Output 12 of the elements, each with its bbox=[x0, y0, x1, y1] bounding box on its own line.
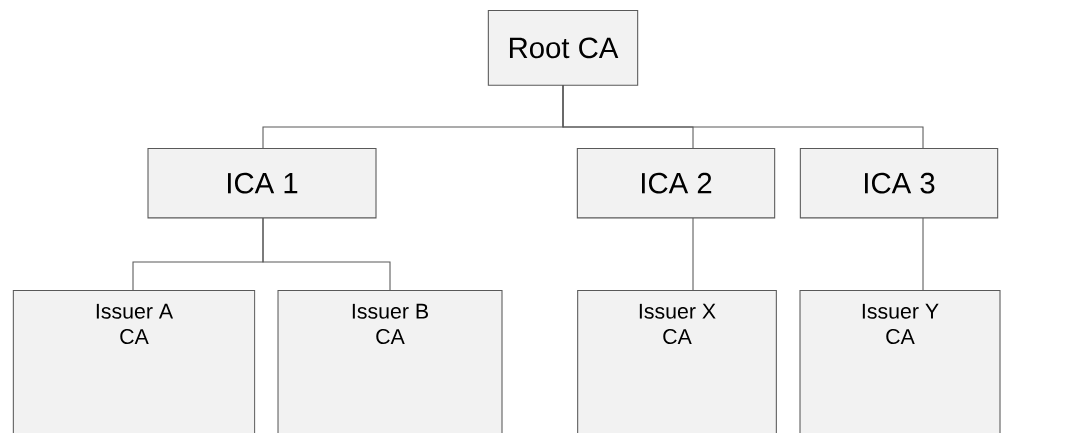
connector-line bbox=[262, 217, 391, 291]
certificate-authority-box: Issuer X CA bbox=[577, 290, 777, 433]
certificate-authority-box: ICA 2 bbox=[576, 148, 776, 219]
connector-line bbox=[922, 217, 924, 291]
certificate-authority-box: ICA 1 bbox=[147, 148, 377, 219]
certificate-authority-box: Root CA bbox=[487, 10, 639, 86]
certificate-authority-box: Issuer Y CA bbox=[799, 290, 1001, 433]
connector-line bbox=[562, 84, 924, 149]
certificate-authority-box: Issuer A CA bbox=[12, 290, 256, 433]
certificate-authority-box: Issuer B CA bbox=[277, 290, 503, 433]
certificate-authority-box: ICA 3 bbox=[799, 148, 999, 219]
connector-line bbox=[692, 217, 694, 291]
